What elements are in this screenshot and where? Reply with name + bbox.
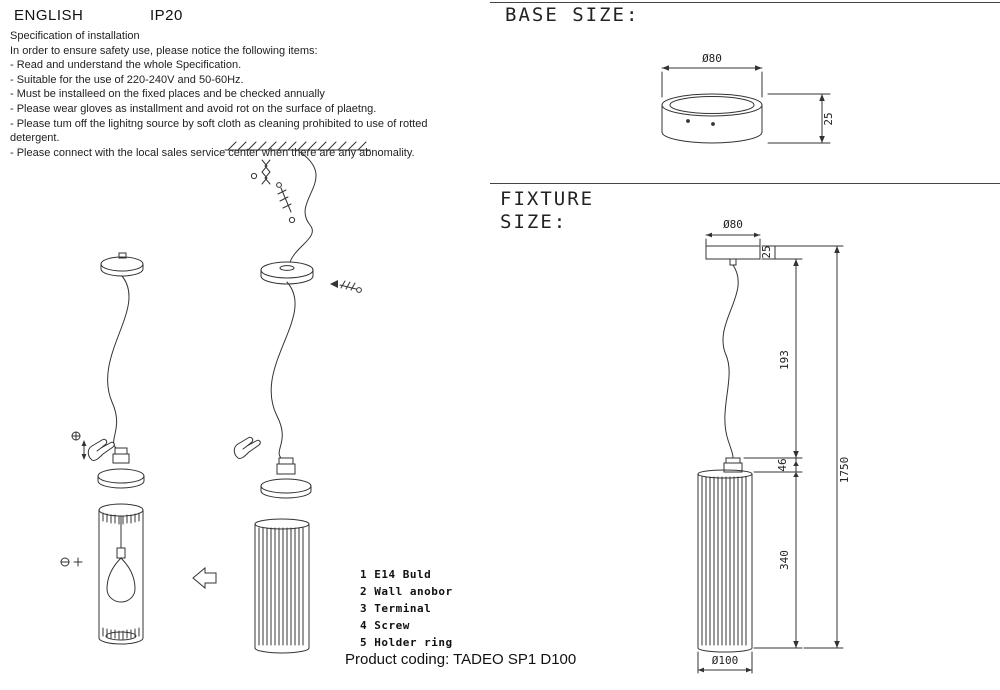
spec-item: - Please wear gloves as installment and … [10, 102, 377, 115]
spec-intro: In order to ensure safety use, please no… [10, 44, 318, 57]
base-height-label: 25 [822, 112, 835, 125]
hand-icon [87, 438, 115, 461]
pendant-canopy-left [100, 252, 144, 277]
parts-item: 1 E14 Buld [360, 568, 432, 581]
supply-wire [289, 151, 317, 263]
parts-item: 5 Holder ring [360, 636, 453, 649]
fixture-cord [722, 264, 739, 459]
fixture-top-diameter-label: Ø80 [723, 218, 743, 231]
parts-item: 4 Screw [360, 619, 410, 632]
fixture-cord-length-label: 193 [778, 350, 791, 370]
installation-diagram [60, 141, 371, 654]
parts-list: 1 E14 Buld 2 Wall anobor 3 Terminal 4 Sc… [360, 566, 453, 651]
fixture-bottom-diameter-label: Ø100 [712, 654, 739, 667]
fixture-bottom-diameter-dimension [697, 651, 753, 674]
fixture-overall-dimension [761, 245, 844, 649]
parts-item: 3 Terminal [360, 602, 432, 615]
pendant-cord-middle [270, 281, 296, 459]
pendant-shade-middle [254, 518, 310, 654]
pendant-holder-middle [276, 457, 296, 475]
fixture-segment-dimensions [743, 258, 803, 649]
pendant-disc-left [97, 468, 145, 489]
fixture-size-title: FIXTURE SIZE: [500, 188, 595, 234]
pendant-holder-left [112, 447, 130, 464]
ip-rating-label: IP20 [150, 7, 183, 24]
bulb-icon [106, 515, 136, 603]
base-height-dimension [767, 93, 831, 144]
base-size-title: BASE SIZE: [505, 4, 640, 26]
fixture-top-diameter-dimension [705, 234, 761, 246]
base-diameter-label: Ø80 [702, 52, 722, 65]
fixture-overall-label: 1750 [838, 457, 851, 484]
screw-icon [276, 182, 296, 224]
fixture-canopy [705, 245, 761, 266]
pointer-arrow-icon [192, 566, 217, 590]
down-arrow [81, 454, 87, 460]
hand-icon [233, 436, 261, 459]
parts-item: 2 Wall anobor [360, 585, 453, 598]
fixture-holder [723, 457, 743, 473]
base-diameter-dimension [661, 67, 763, 98]
fixture-shade [697, 469, 753, 653]
fixture-canopy-height-label: 25 [760, 245, 773, 258]
spec-item: - Read and understand the whole Specific… [10, 59, 242, 72]
screw-direction-arrow [330, 280, 338, 288]
spec-item: - Please tum off the lighitng source by … [10, 117, 428, 145]
fixture-size-drawing: Ø80 25 [697, 218, 851, 674]
spec-item: - Must be installeed on the fixed places… [10, 88, 325, 101]
fixture-shade-length-label: 340 [778, 550, 791, 570]
base-size-drawing: Ø80 25 [661, 52, 835, 144]
up-arrow [81, 440, 87, 446]
ceiling-detail [224, 141, 371, 151]
spec-item: - Suitable for the use of 220-240V and 5… [10, 73, 244, 86]
wall-anchor-icon [250, 159, 271, 185]
canopy-screw-icon [339, 280, 362, 293]
fixture-holder-length-label: 46 [776, 458, 789, 471]
product-coding: Product coding: TADEO SP1 D100 [345, 651, 577, 668]
pendant-disc-middle [260, 478, 312, 499]
spec-title: Specification of installation [10, 30, 140, 42]
base-ring [661, 93, 763, 144]
pendant-cord-left [107, 275, 130, 449]
spec-text-block: Specification of installation In order t… [10, 29, 480, 160]
top-section-rule [490, 2, 1000, 3]
language-label: ENGLISH [14, 7, 84, 24]
pendant-canopy-middle [260, 261, 314, 285]
fasten-symbol [60, 557, 83, 567]
mid-section-rule [490, 183, 1000, 184]
